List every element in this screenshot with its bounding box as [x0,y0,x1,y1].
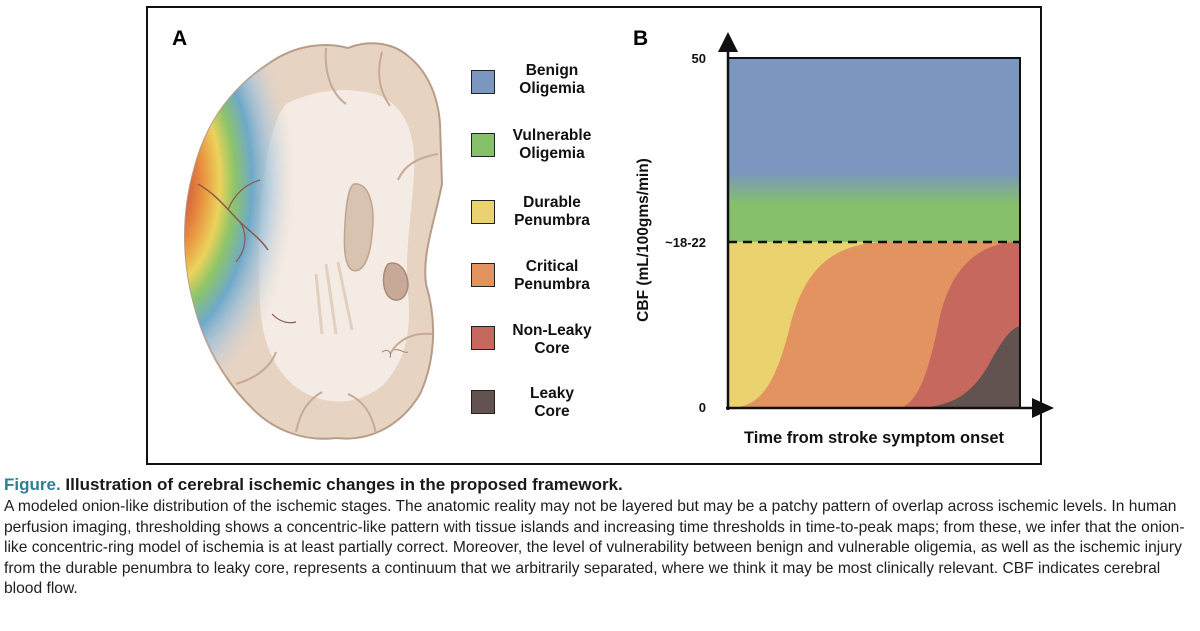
artist-signature [381,349,409,359]
panel-a-label: A [172,27,188,50]
brain-coronal-illustration [184,42,444,440]
caption-body: A modeled onion-like distribution of the… [4,498,1185,598]
y-axis-title: CBF (mL/100gms/min) [635,158,652,322]
legend-swatch-durable-penumbra [471,200,495,224]
panel-b-label: B [633,27,649,50]
caption-figure-word: Figure. [4,475,61,494]
non-leaky-core-area [728,242,1020,408]
legend-swatch-vulnerable-oligemia [471,133,495,157]
legend-swatch-non-leaky-core [471,326,495,350]
y-tick-label-0: 0 [699,400,706,415]
oligemia-area [728,58,1020,242]
leaky-core-area [910,326,1020,408]
x-axis-title: Time from stroke symptom onset [744,429,1005,447]
caption-title-line: Figure. Illustration of cerebral ischemi… [4,474,1196,495]
caption-title: Illustration of cerebral ischemic change… [65,475,623,494]
cbf-area-chart: 50 ~18-22 0 CBF (mL/100gms/min) Time fro… [635,32,1054,447]
y-tick-label-threshold: ~18-22 [665,235,706,250]
x-axis-arrow-icon [1032,398,1054,418]
y-tick-label-50: 50 [692,51,706,66]
legend-swatch-benign-oligemia [471,70,495,94]
y-axis-arrow-icon [718,32,738,52]
figure-caption: Figure. Illustration of cerebral ischemi… [4,474,1196,600]
legend-swatch-leaky-core [471,390,495,414]
legend-swatch-critical-penumbra [471,263,495,287]
